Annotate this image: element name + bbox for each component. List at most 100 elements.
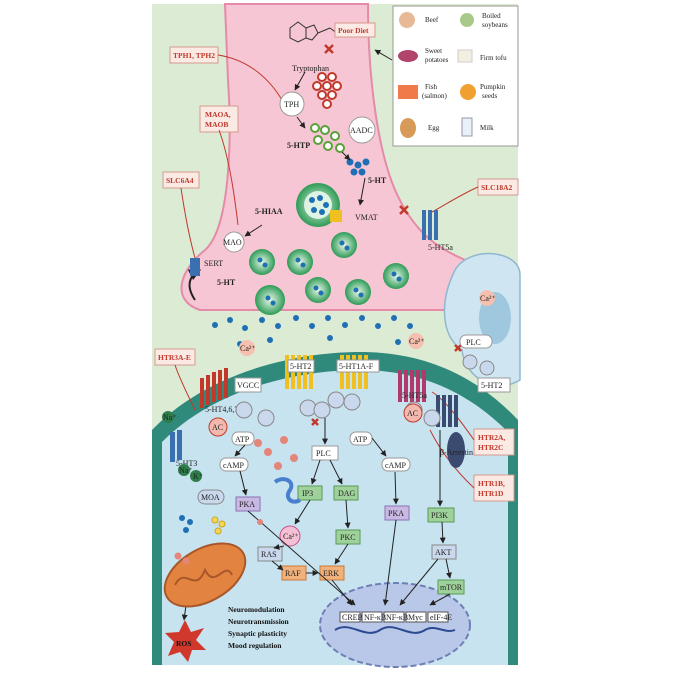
poor-diet-label: Poor Diet xyxy=(338,26,369,35)
aadc-label: AADC xyxy=(350,126,373,135)
ras-node xyxy=(257,546,283,562)
na-ion-1 xyxy=(162,411,174,423)
gene-maob: MAOB xyxy=(205,120,228,129)
mao-enzyme xyxy=(223,231,245,253)
post-serotonin xyxy=(179,515,193,533)
receptor-5ht467 xyxy=(200,368,228,408)
ac-left xyxy=(208,417,228,437)
atp-left xyxy=(231,431,255,446)
pka-right xyxy=(384,505,410,521)
gene-htr2a: HTR2A, xyxy=(478,433,505,442)
na-ion-2 xyxy=(178,464,190,476)
5ht2-glial xyxy=(477,377,511,393)
food-pumpkin-1: Pumpkin xyxy=(480,83,506,91)
ca-node xyxy=(279,525,301,547)
moa-node xyxy=(197,489,225,505)
food-fish-2: (salmon) xyxy=(422,92,448,100)
ca-ion-3 xyxy=(479,290,495,306)
sert-transporter xyxy=(190,258,200,276)
inhibition-marks xyxy=(311,44,462,426)
dag-label: DAG xyxy=(338,489,356,498)
vgcc-channel xyxy=(234,377,262,393)
outcome-3: Mood regulation xyxy=(228,641,282,650)
food-pumpkin-2: seeds xyxy=(482,92,497,100)
plc-node xyxy=(311,445,339,461)
tryptophan-label: Tryptophan xyxy=(292,64,329,73)
tf-nfkb-2: NF-κB xyxy=(386,613,408,622)
camp-left-label: cAMP xyxy=(223,461,244,470)
gene-htr1b: HTR1B, xyxy=(478,479,505,488)
mao-label: MAO xyxy=(223,238,242,247)
5htp-molecules xyxy=(310,123,345,153)
mtor-node xyxy=(437,579,465,595)
food-icons xyxy=(398,12,476,138)
ac-left-label: AC xyxy=(212,423,223,432)
vesicle-cargo xyxy=(257,195,402,306)
tryptophan-molecules xyxy=(312,72,342,109)
food-boiled-soybeans-1: Boiled xyxy=(482,12,501,20)
food-fish-1: Fish xyxy=(425,83,438,91)
pka-left-label: PKA xyxy=(239,500,255,509)
food-firm-tofu: Firm tofu xyxy=(480,54,507,62)
sert-label: SERT xyxy=(204,259,223,268)
ras-label: RAS xyxy=(261,550,277,559)
calcium-dots xyxy=(254,436,298,525)
vgcc-label: VGCC xyxy=(237,381,259,390)
ca-ion-2 xyxy=(408,333,424,349)
pi3k-label: PI3K xyxy=(431,511,448,520)
mtor-label: mTOR xyxy=(440,583,463,592)
atp-left-label: ATP xyxy=(235,435,250,444)
ca-label-2: Ca²⁺ xyxy=(409,337,425,346)
signaling-arrows xyxy=(181,418,452,621)
receptor-5ht5a xyxy=(398,370,426,402)
raf-label: RAF xyxy=(285,569,301,578)
receptor-5ht1bd xyxy=(436,395,458,427)
camp-right xyxy=(381,457,411,472)
5hiaa-label: 5-HIAA xyxy=(255,207,283,216)
gene-maoa: MAOA, xyxy=(205,110,231,119)
food-milk: Milk xyxy=(480,124,494,132)
plc-node-label: PLC xyxy=(316,449,331,458)
akt-label: AKT xyxy=(435,548,452,557)
ca-label-3: Ca²⁺ xyxy=(480,294,496,303)
tf-nfkb-1: NF-κB xyxy=(364,613,386,622)
ac-right-label: AC xyxy=(407,409,418,418)
ca-node-label: Ca²⁺ xyxy=(283,532,299,541)
ac-right xyxy=(403,403,423,423)
mito-ca xyxy=(174,552,190,565)
food-sweet-potatoes-2: potatoes xyxy=(425,56,449,64)
gene-htr2c: HTR2C xyxy=(478,443,503,452)
tf-eif4e: eIF-4E xyxy=(430,613,452,622)
ca-ion-1 xyxy=(239,340,255,356)
pkc-label: PKC xyxy=(340,533,356,542)
5ht2-box xyxy=(287,359,315,373)
5ht2-glial-label: 5-HT2 xyxy=(481,381,502,390)
5ht5a-pre-label: 5-HT5a xyxy=(428,243,453,252)
5ht1af-label: 5-HT1A-F xyxy=(339,362,374,371)
plc-glial-label: PLC xyxy=(466,338,481,347)
ros-burst xyxy=(165,620,206,662)
gene-slc18a2: SLC18A2 xyxy=(481,183,513,192)
beta-arrestin xyxy=(447,432,465,468)
ip3-label: IP3 xyxy=(302,489,313,498)
food-beef: Beef xyxy=(425,16,439,24)
food-egg: Egg xyxy=(428,124,440,132)
camp-left xyxy=(219,457,249,472)
pka-right-label: PKA xyxy=(388,509,404,518)
gene-boxes xyxy=(154,22,519,502)
tf-creb: CREB xyxy=(342,613,363,622)
5ht-molecules xyxy=(346,158,370,176)
transcription-factors xyxy=(339,611,449,623)
outcome-2: Synaptic plasticity xyxy=(228,629,287,638)
gene-htr3a: HTR3A-E xyxy=(158,353,191,362)
5ht5a-presynaptic-receptor xyxy=(422,210,438,240)
ca-label-1: Ca²⁺ xyxy=(240,344,256,353)
gene-htr1d: HTR1D xyxy=(478,489,504,498)
ros-label: ROS xyxy=(176,639,191,648)
tph-label: TPH xyxy=(284,100,299,109)
k-label: K⁺ xyxy=(193,472,203,481)
moa-label: MOA xyxy=(201,493,220,502)
outcome-1: Neurotransmission xyxy=(228,617,290,626)
erk-label: ERK xyxy=(323,569,339,578)
